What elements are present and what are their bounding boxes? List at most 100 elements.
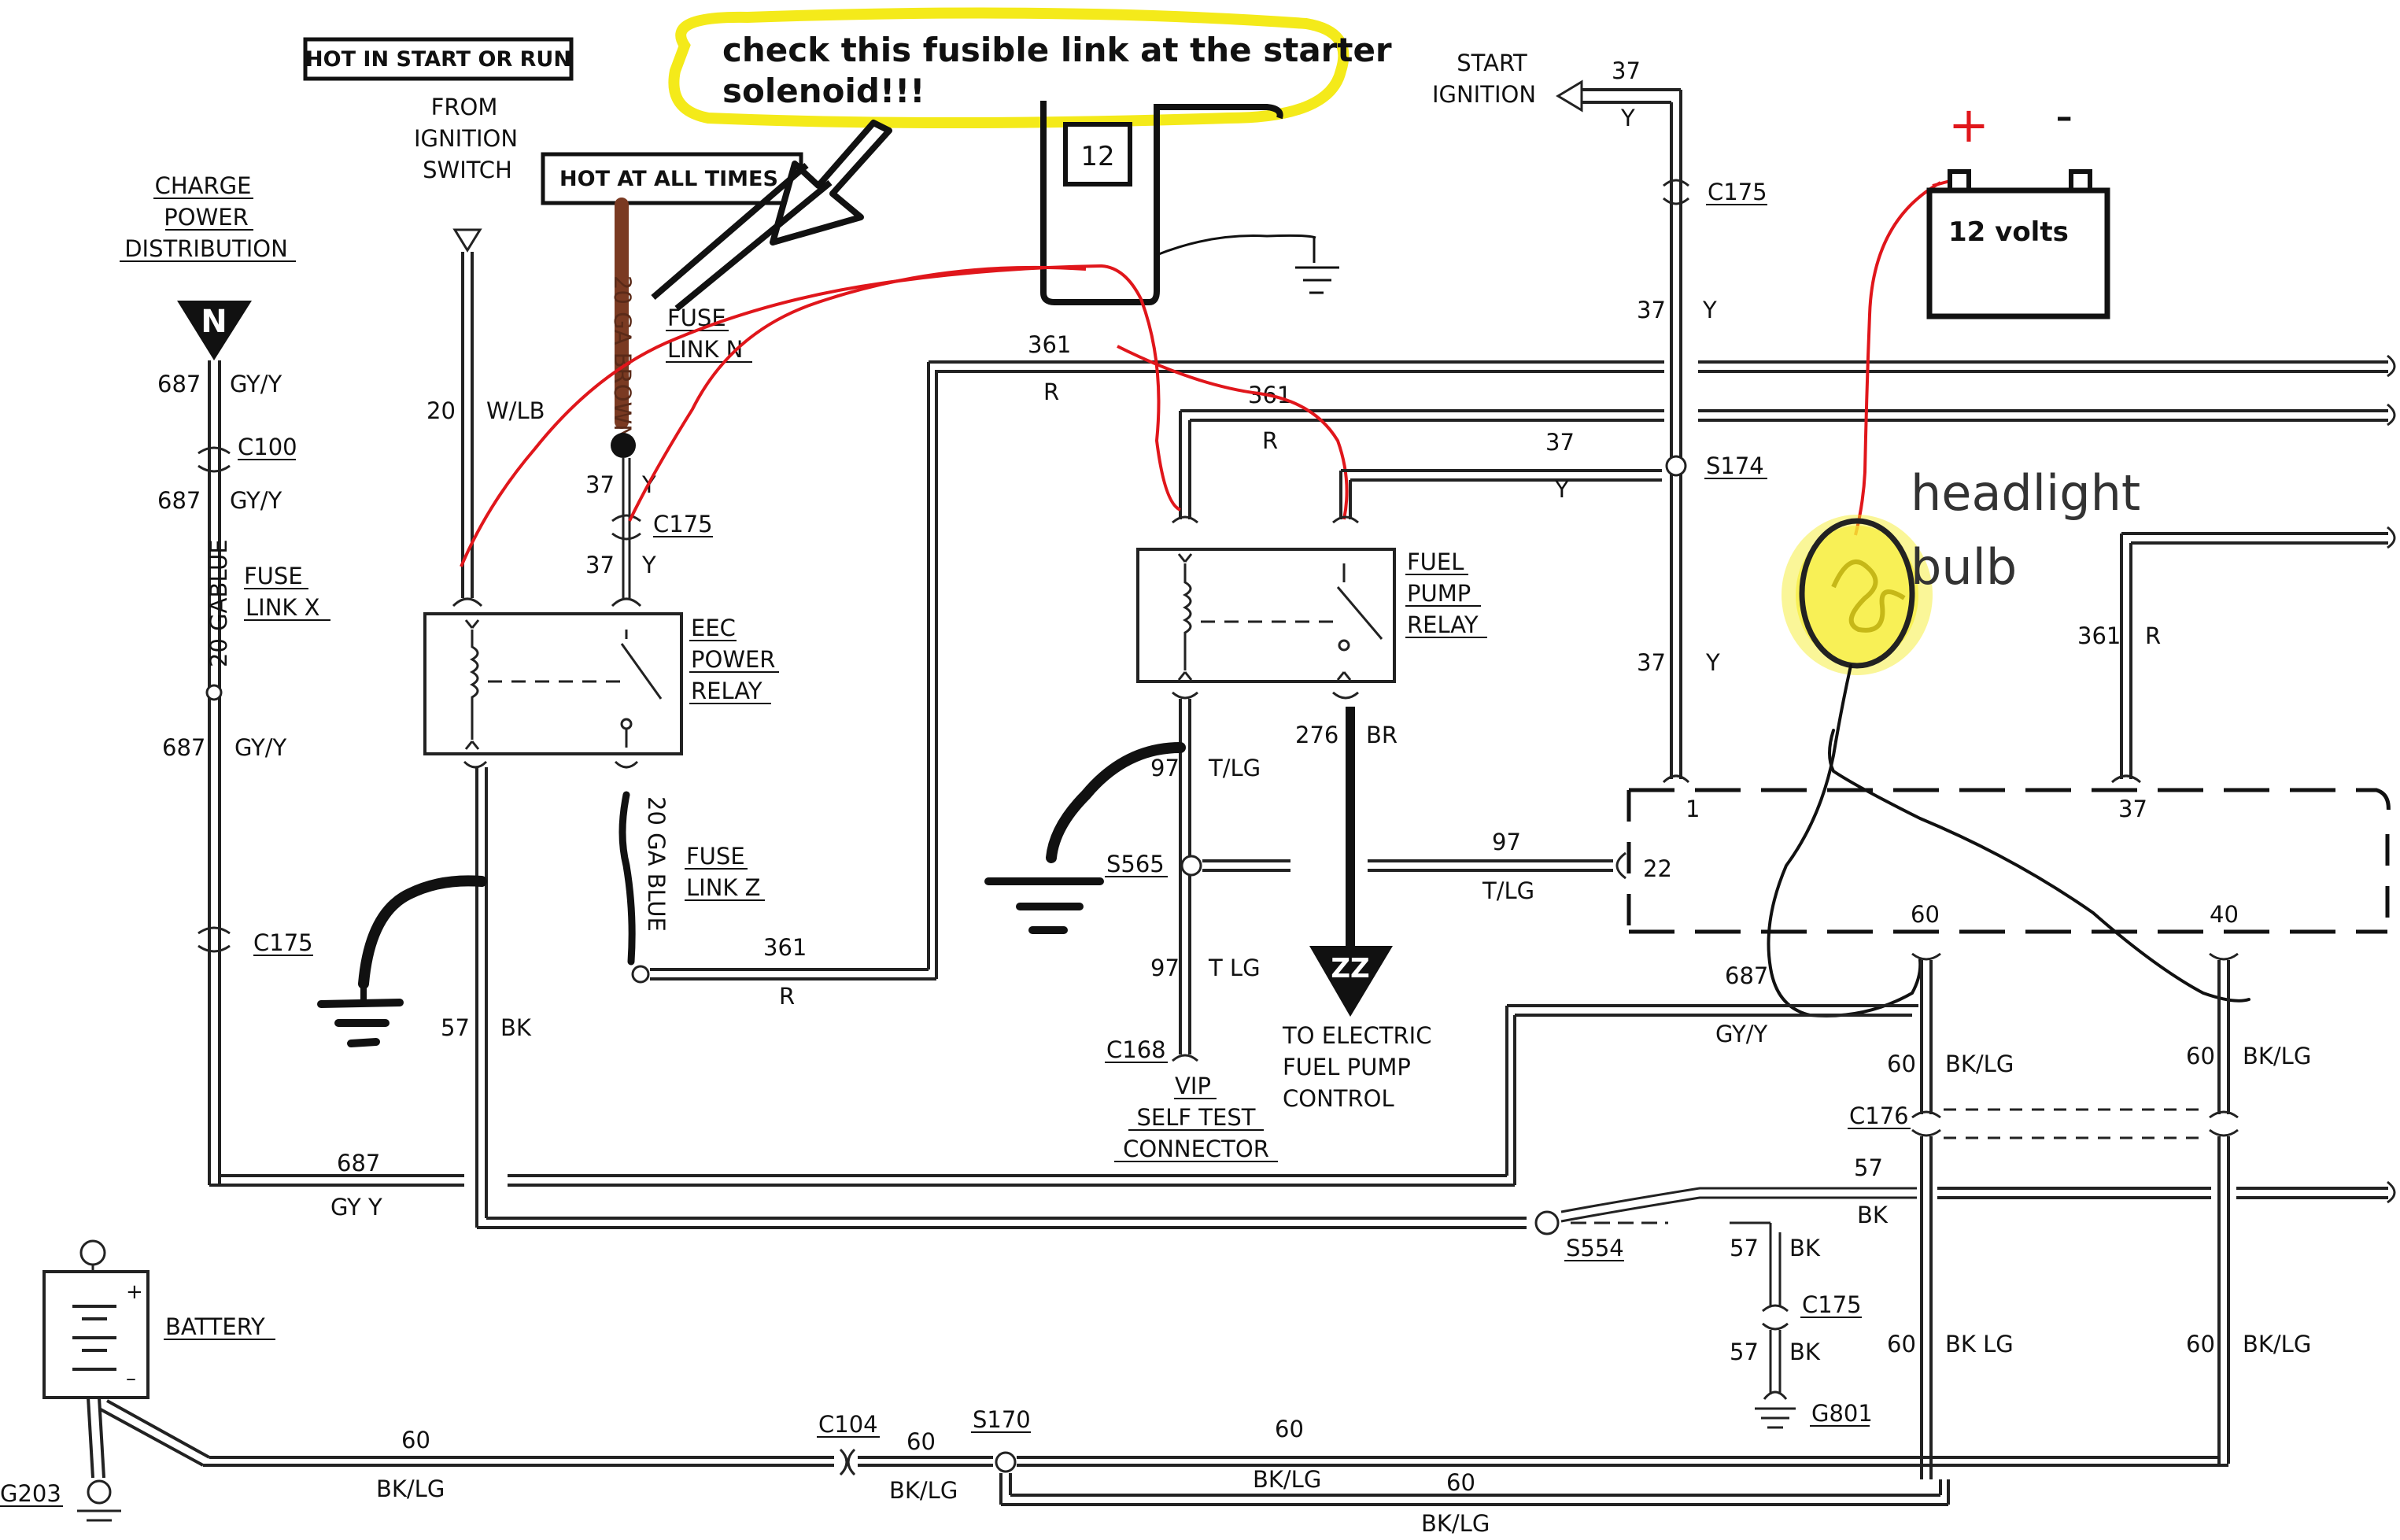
wire-wlb: W/LB	[486, 397, 545, 424]
hand-battery-box	[1926, 187, 2110, 319]
pin-60: 60	[1911, 901, 1940, 928]
fuse-link-n-label-2: LINK N	[667, 336, 743, 363]
fuse-link-z-label-1: FUSE	[686, 843, 745, 870]
wire-60-s170: 60	[1275, 1416, 1304, 1442]
pin-37: 37	[2118, 796, 2147, 822]
wire-bk-d: BK	[1789, 1339, 1821, 1365]
wire-gyy-a: GY/Y	[230, 371, 282, 397]
wire-bk-c: BK	[1789, 1235, 1821, 1261]
fusible-link-callout: check this fusible link at the starter s…	[651, 7, 1392, 312]
svg-text:+: +	[126, 1280, 143, 1304]
blue-fuse-wire	[618, 791, 636, 966]
wire-y-start: Y	[1620, 105, 1635, 131]
wire-687-c: 687	[162, 734, 205, 761]
eec-relay-label-3: RELAY	[691, 678, 762, 704]
wire-gyy-right: GY/Y	[1715, 1021, 1768, 1047]
vip-label-1: VIP	[1175, 1073, 1211, 1099]
callout-highlight-ring	[668, 7, 1350, 128]
wire-361-right: 361	[2077, 622, 2121, 649]
charge-power-column: CHARGE POWER DISTRIBUTION N 687 GY/Y C10…	[120, 172, 1515, 1221]
vip-label-2: SELF TEST	[1137, 1104, 1256, 1131]
wire-57-d: 57	[1730, 1339, 1759, 1365]
to-electric-label-1: TO ELECTRIC	[1282, 1022, 1431, 1049]
charge-power-label-2: POWER	[164, 204, 248, 231]
wire-361-right: 361 R	[2077, 526, 2396, 784]
wire-97-b: 97	[1150, 955, 1180, 981]
wire-bklg-low: BK/LG	[1421, 1510, 1490, 1536]
wire-bklg-d: BK/LG	[2243, 1331, 2311, 1357]
plus-sign: +	[1948, 96, 1989, 153]
wire-687-right: 687	[1725, 962, 1768, 989]
headlight-bulb: headlight bulb	[1767, 464, 2250, 1017]
eec-relay-label-2: POWER	[691, 646, 775, 673]
fuel-pump-relay: 37 Y FUEL PUMP RELAY 97 T/LG S565 97 T L…	[984, 429, 1662, 1162]
start-ignition-label-2: IGNITION	[1432, 81, 1536, 108]
hot-all-times-label: HOT AT ALL TIMES	[559, 167, 778, 191]
charge-power-label-1: CHARGE	[155, 172, 252, 199]
callout-line-2: solenoid!!!	[722, 72, 925, 110]
wire-20: 20	[426, 397, 456, 424]
wire-60-a: 60	[1887, 1051, 1916, 1077]
red-traces: + -	[460, 87, 2073, 567]
wire-bklg-bat: BK/LG	[376, 1475, 445, 1502]
hot-start-run-box	[303, 37, 574, 81]
splice-s170: S170	[973, 1406, 1031, 1433]
right-ground-runs: 687 GY/Y 60 BK/LG 60 BK/LG C176 60 BK LG…	[1505, 952, 2396, 1479]
vip-label-3: CONNECTOR	[1123, 1136, 1269, 1162]
wire-y-r2: Y	[1705, 649, 1720, 676]
splice-s565: S565	[1106, 851, 1165, 877]
wire-687-b: 687	[157, 487, 201, 514]
wire-60-c104: 60	[906, 1428, 936, 1455]
connector-c175-right: C175	[1708, 179, 1767, 205]
n-marker-label: N	[201, 304, 227, 340]
from-ignition-label-1: FROM	[431, 94, 498, 120]
wire-gyy-b: GY/Y	[230, 487, 282, 514]
connector-c175-left: C175	[253, 929, 313, 956]
wire-276: 276	[1295, 722, 1338, 748]
splice-s174: S174	[1706, 452, 1764, 479]
wire-37-s174: 37	[1545, 429, 1575, 456]
wire-r-mid: R	[1262, 427, 1278, 454]
wire-tlg-b: T LG	[1208, 955, 1261, 981]
ground-g801: G801	[1811, 1400, 1873, 1427]
to-electric-label-3: CONTROL	[1283, 1085, 1394, 1112]
start-ignition-column: START IGNITION 37 Y C175 37 Y S174 37 Y	[1432, 50, 1767, 784]
wire-y-s174: Y	[1554, 476, 1569, 503]
eec-power-relay: EEC POWER RELAY 57 BK 20 GA BLUE FUSE LI…	[423, 362, 1560, 1235]
n-marker-triangle	[177, 301, 252, 360]
wire-687-bottom: 687	[337, 1150, 380, 1176]
wire-361-z: 361	[763, 934, 807, 961]
callout-arrow	[770, 120, 892, 246]
headlight-bulb-ring	[1799, 518, 1915, 669]
wire-r-right: R	[2145, 622, 2161, 649]
wire-37-r1: 37	[1637, 297, 1666, 323]
ground-g203: G203	[0, 1480, 61, 1507]
dashed-module: 1 37 22 60 40	[1626, 788, 2391, 934]
fuel-relay-label-1: FUEL	[1407, 548, 1464, 575]
wire-bklg-s170: BK/LG	[1253, 1466, 1321, 1493]
wire-bk: BK	[500, 1014, 532, 1041]
wire-37-r2: 37	[1637, 649, 1666, 676]
wire-361-top: 361	[1028, 331, 1071, 358]
to-electric-label-2: FUEL PUMP	[1283, 1054, 1411, 1080]
wire-bk-right: BK	[1857, 1202, 1889, 1228]
wire-y-b: Y	[641, 552, 656, 578]
fuel-relay-label-2: PUMP	[1407, 580, 1471, 607]
wire-bklg-c: BK LG	[1945, 1331, 2014, 1357]
zz-marker-label: ZZ	[1331, 953, 1369, 984]
wire-687-a: 687	[157, 371, 201, 397]
from-ignition-label-3: SWITCH	[423, 157, 512, 183]
wire-97-c: 97	[1492, 829, 1521, 855]
fuse-link-n-label-1: FUSE	[667, 305, 726, 331]
wire-361-runs: 361 R 361 R	[929, 331, 2396, 519]
schematic-battery: + – BATTERY G203 60 BK/LG C104 60 BK/LG …	[0, 1239, 2228, 1537]
wire-60-low: 60	[1446, 1469, 1475, 1496]
ga-blue-z-label: 20 GA BLUE	[643, 796, 670, 932]
connector-c175-low: C175	[1802, 1291, 1862, 1318]
connector-c100: C100	[238, 434, 297, 460]
start-ignition-label-1: START	[1457, 50, 1527, 76]
wire-gyy-bottom: GY Y	[330, 1194, 382, 1221]
connector-c168: C168	[1106, 1036, 1166, 1063]
wire-57: 57	[441, 1014, 470, 1041]
fuse-link-n-branch: HOT AT ALL TIMES 20 GA BROWN FUSE LINK N…	[541, 152, 803, 608]
